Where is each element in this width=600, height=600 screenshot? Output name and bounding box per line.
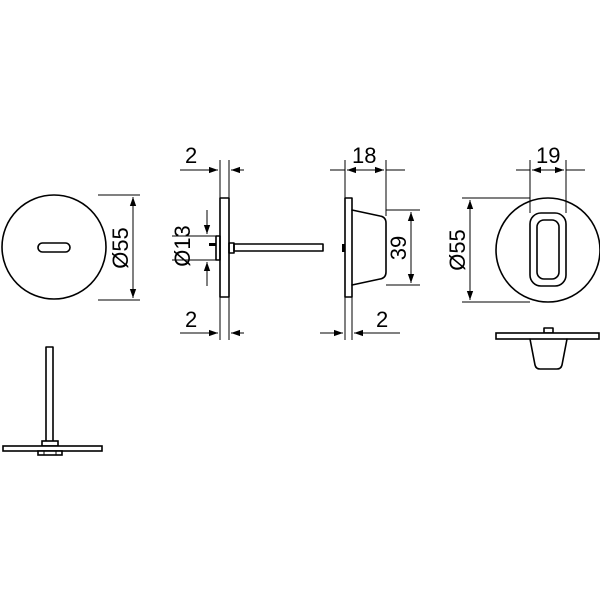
dimension-indicator-height: 39 — [386, 209, 420, 286]
dimension-indicator-depth: 18 — [330, 143, 405, 216]
dimension-indicator-rose-thickness: 2 — [320, 297, 400, 340]
thickness-top-label: 2 — [185, 143, 197, 168]
rose-front-view — [1, 194, 107, 300]
indicator-rose-plate — [344, 197, 353, 298]
dimension-spindle-diameter: Ø13 — [170, 210, 216, 286]
spindle-side — [233, 243, 324, 252]
thickness-bottom-label: 2 — [185, 307, 197, 332]
spindle-diameter-label: Ø13 — [170, 225, 195, 267]
dimension-thickness-bottom: 2 — [180, 297, 244, 340]
rose-plate-profile — [219, 197, 230, 298]
spindle-rose-side-view — [209, 197, 324, 298]
dimension-right-width: 19 — [516, 143, 585, 213]
rose-side-view — [2, 346, 103, 456]
spindle — [45, 346, 54, 444]
indicator-body — [351, 209, 387, 286]
right-diameter-label: Ø55 — [445, 229, 470, 271]
left-diameter-label: Ø55 — [108, 227, 133, 269]
indicator-depth-label: 18 — [352, 143, 376, 168]
indicator-rose-side-view — [342, 197, 387, 298]
dimension-left-diameter: Ø55 — [98, 194, 140, 301]
indicator-window-inner — [536, 219, 560, 280]
indicator-rose-thickness-label: 2 — [376, 307, 388, 332]
right-width-label: 19 — [536, 143, 560, 168]
indicator-height-label: 39 — [386, 236, 411, 260]
dimension-thickness-top: 2 — [180, 143, 244, 198]
dimension-right-diameter: Ø55 — [445, 197, 530, 303]
indicator-body-bottom — [529, 338, 568, 370]
indicator-window-outer — [529, 212, 567, 287]
indicator-rose-front-view — [495, 197, 600, 303]
indicator-rose-bottom-view — [495, 327, 600, 370]
indicator-rose-plate-bottom — [495, 332, 600, 340]
turn-slot — [37, 242, 71, 253]
